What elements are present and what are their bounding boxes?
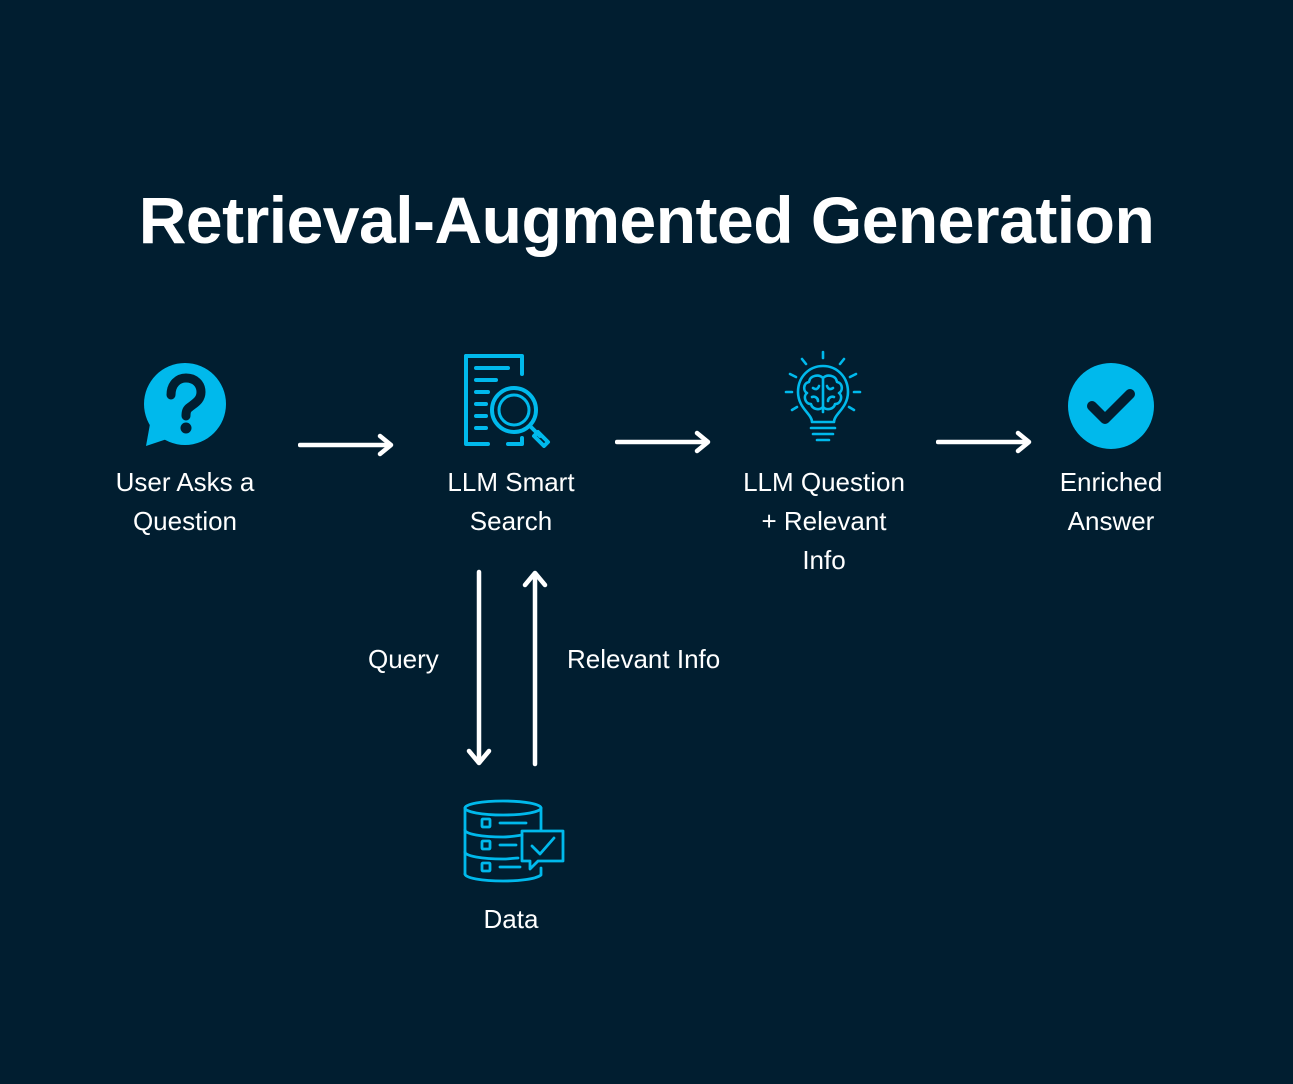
edge-label-query: Query	[368, 644, 439, 674]
arrow-up-relevant-info	[522, 570, 548, 767]
document-search-icon	[464, 354, 550, 448]
arrow-down-query	[466, 569, 492, 766]
brain-lightbulb-icon	[784, 350, 862, 442]
diagram-title: Retrieval-Augmented Generation	[138, 183, 1155, 257]
arrow-right-2	[615, 430, 711, 454]
node-label-data: Data	[483, 904, 539, 934]
edge-label-relevant-info: Relevant Info	[567, 644, 721, 674]
check-circle-icon	[1068, 363, 1154, 449]
node-label-search: LLM Smart Search	[447, 467, 575, 536]
node-label-answer: Enriched Answer	[1059, 467, 1163, 536]
node-label-llm: LLM Question + Relevant Info	[743, 467, 905, 575]
arrow-right-3	[936, 430, 1032, 454]
node-label-user: User Asks a Question	[115, 467, 255, 536]
database-check-icon	[463, 799, 565, 883]
arrow-right-1	[298, 433, 394, 457]
question-bubble-icon	[144, 363, 226, 446]
